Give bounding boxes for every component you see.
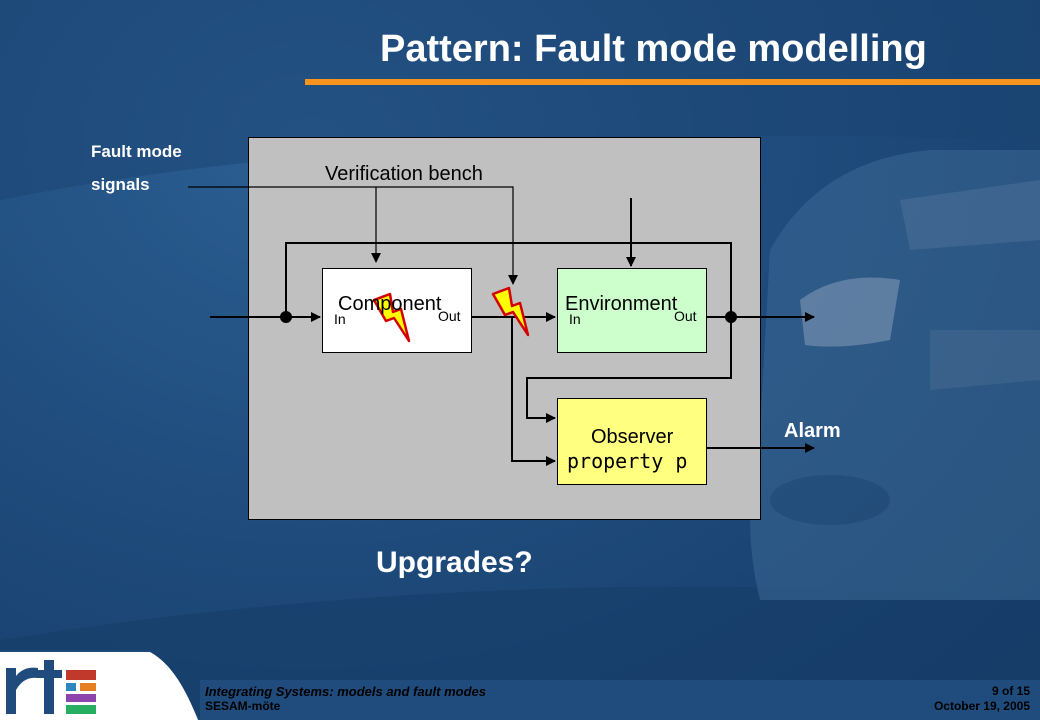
component-title: Component xyxy=(338,293,442,315)
fault-signal-line xyxy=(188,186,518,285)
car-image xyxy=(750,150,1040,600)
footer-bar xyxy=(200,680,1040,720)
fault-lightning-icon xyxy=(491,286,530,337)
observer-property: property p xyxy=(567,449,688,473)
observer-title: Observer xyxy=(591,426,674,448)
fault-lightning-icon xyxy=(372,292,411,343)
page-title: Pattern: Fault mode modelling xyxy=(380,28,927,70)
environment-in-port: In xyxy=(569,311,581,327)
environment-out-port: Out xyxy=(674,308,697,324)
junction-dot-input xyxy=(280,311,292,323)
component-in-port: In xyxy=(334,311,346,327)
signals-label: signals xyxy=(91,175,150,194)
env-to-observer xyxy=(526,317,732,423)
observer-box xyxy=(557,398,707,485)
environment-title: Environment xyxy=(565,293,678,315)
component-out-port: Out xyxy=(438,308,461,324)
footer-date: October 19, 2005 xyxy=(933,699,1030,713)
page-number: 9 of 15 xyxy=(991,684,1030,698)
fault-mode-label: Fault mode xyxy=(91,142,182,161)
footer-subtitle: SESAM-möte xyxy=(205,699,281,713)
comp-to-observer xyxy=(511,317,556,466)
alarm-label: Alarm xyxy=(784,420,841,442)
feedback-loop xyxy=(285,242,732,317)
rts-logo xyxy=(0,652,198,720)
junction-dot-output xyxy=(725,311,737,323)
verification-bench-title: Verification bench xyxy=(325,163,483,185)
environment-box xyxy=(557,268,707,353)
upgrades-question: Upgrades? xyxy=(376,546,533,579)
footer-title: Integrating Systems: models and fault mo… xyxy=(205,684,486,699)
title-underline xyxy=(305,79,1040,85)
